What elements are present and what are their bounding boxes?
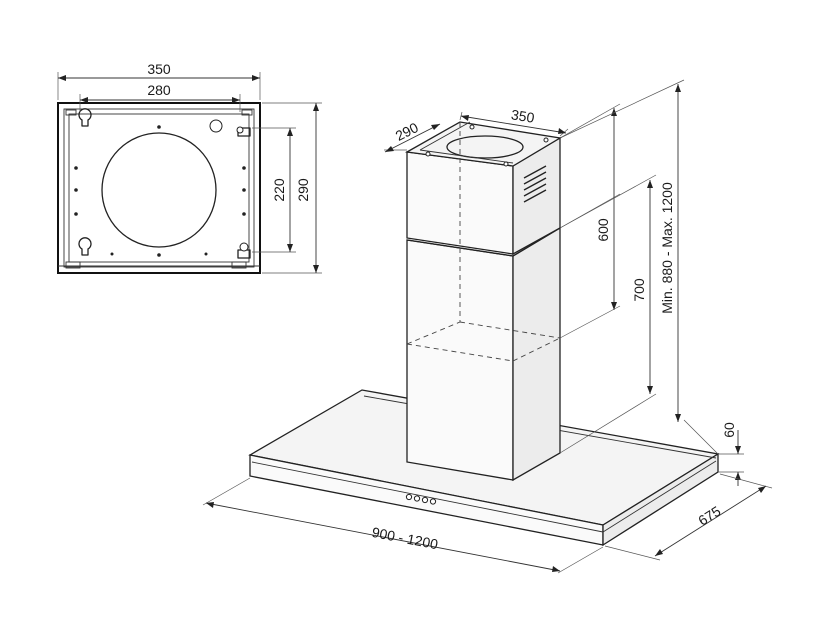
dim-canopy-width: 900 - 1200 [371, 524, 440, 553]
vent-slots [523, 165, 547, 203]
top-view-dimensions: 350 280 220 290 [57, 61, 322, 274]
keyhole-top-left [78, 108, 92, 127]
screw-hole [209, 119, 223, 133]
top-view-mounting-plate [57, 102, 261, 274]
dim-top-outer-width: 350 [147, 61, 171, 77]
dim-chimney-width: 350 [510, 106, 536, 125]
dim-canopy-depth: 675 [695, 503, 723, 529]
dim-chimney-depth: 290 [393, 119, 421, 144]
dim-upper-chimney-height: 600 [595, 218, 611, 242]
dim-top-inner-width: 280 [147, 82, 171, 98]
duct-opening-circle [101, 132, 217, 248]
dim-top-inner-height: 220 [271, 178, 287, 202]
slot-top-right [237, 127, 251, 137]
keyhole-bottom-left [78, 237, 92, 256]
dim-lower-chimney-height: 700 [631, 278, 647, 302]
dim-canopy-thickness: 60 [721, 422, 737, 438]
chimney-duct-opening [446, 135, 524, 159]
control-buttons [405, 493, 437, 505]
dim-top-outer-height: 290 [295, 178, 311, 202]
chimney [404, 121, 562, 482]
lower-chimney-side [512, 226, 561, 482]
dim-total-height-range: Min. 880 - Max. 1200 [659, 182, 675, 314]
